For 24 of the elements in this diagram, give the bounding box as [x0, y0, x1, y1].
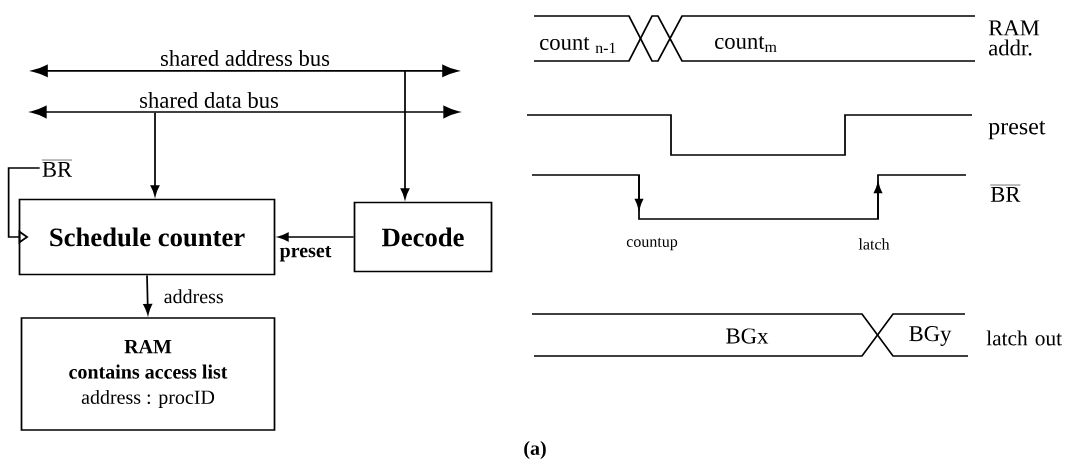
signal-label: BGx	[726, 328, 769, 344]
signal-label: RAM addr.	[988, 20, 1040, 56]
signal-label: count$_{m}$	[715, 35, 777, 53]
arrow	[143, 274, 153, 315]
signal-label: latch	[858, 238, 890, 250]
signal-label: countup	[626, 237, 678, 251]
signal-label: count $_{n-1}$	[540, 36, 616, 54]
bus-label: shared data bus	[140, 92, 279, 108]
signal-label: preset	[988, 120, 1046, 140]
caption: (a)	[524, 440, 546, 460]
signal-label: BR	[989, 184, 1021, 202]
arrow	[150, 112, 160, 196]
edge-label: preset	[278, 244, 333, 263]
clock-input-line	[7, 167, 41, 244]
edge-label: address	[162, 287, 225, 305]
process-box: Decode	[353, 201, 493, 273]
arrow	[400, 70, 410, 199]
memory-box: RAM contains access list address : procID	[20, 317, 276, 431]
signal-label: BGy	[909, 326, 952, 346]
process-box: Schedule counter	[18, 198, 276, 276]
arrow	[278, 232, 355, 242]
signal-label: latch out	[986, 330, 1062, 346]
signal-label: BR	[41, 159, 73, 177]
bus-line: shared address bus	[32, 50, 458, 77]
